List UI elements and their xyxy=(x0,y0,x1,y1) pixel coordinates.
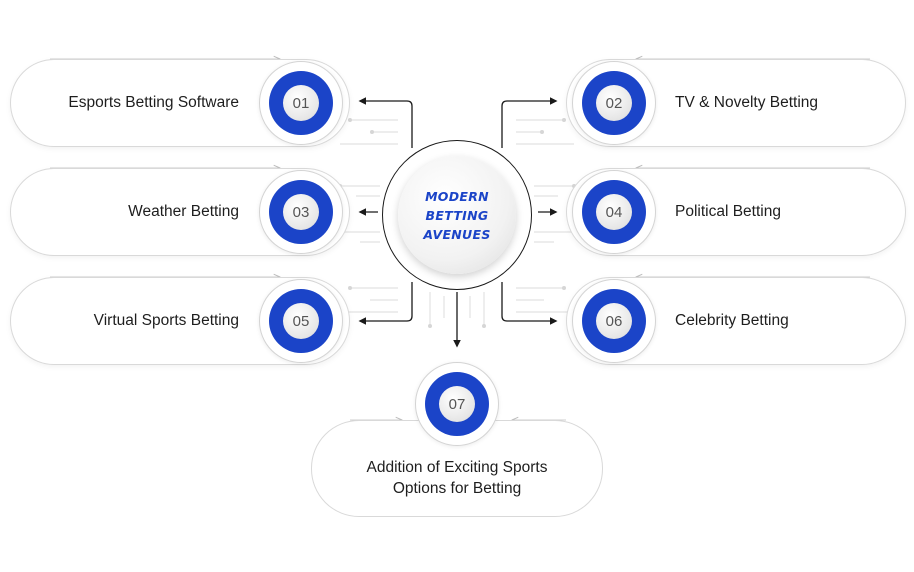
number-badge-01: 01 xyxy=(259,61,343,145)
connector-06 xyxy=(501,282,558,325)
number-badge-07: 07 xyxy=(415,362,499,446)
badge-number: 04 xyxy=(596,194,632,230)
number-badge-06: 06 xyxy=(572,279,656,363)
badge-ring: 02 xyxy=(582,71,646,135)
badge-ring: 06 xyxy=(582,289,646,353)
badge-ring: 05 xyxy=(269,289,333,353)
badge-number: 07 xyxy=(439,386,475,422)
badge-number: 01 xyxy=(283,85,319,121)
badge-ring: 03 xyxy=(269,180,333,244)
connector-02 xyxy=(501,97,558,148)
number-badge-03: 03 xyxy=(259,170,343,254)
item-label-01: Esports Betting Software xyxy=(68,94,239,111)
badge-number: 02 xyxy=(596,85,632,121)
item-label-04: Political Betting xyxy=(675,203,781,220)
badge-ring: 07 xyxy=(425,372,489,436)
center-hub-inner: MODERN BETTING AVENUES xyxy=(398,156,516,274)
connector-01 xyxy=(358,97,413,148)
badge-number: 05 xyxy=(283,303,319,339)
item-label-07: Addition of Exciting Sports Options for … xyxy=(366,458,548,497)
center-hub: MODERN BETTING AVENUES xyxy=(382,140,532,290)
center-title-line1: MODERN BETTING xyxy=(425,188,489,223)
badge-number: 03 xyxy=(283,194,319,230)
connector-05 xyxy=(358,282,413,325)
number-badge-02: 02 xyxy=(572,61,656,145)
center-title-line2: AVENUES xyxy=(423,226,491,242)
badge-ring: 01 xyxy=(269,71,333,135)
item-label-02: TV & Novelty Betting xyxy=(675,94,819,111)
number-badge-05: 05 xyxy=(259,279,343,363)
item-label-06: Celebrity Betting xyxy=(675,312,789,329)
center-title: MODERN BETTING AVENUES xyxy=(407,187,507,244)
badge-ring: 04 xyxy=(582,180,646,244)
number-badge-04: 04 xyxy=(572,170,656,254)
badge-number: 06 xyxy=(596,303,632,339)
item-label-05: Virtual Sports Betting xyxy=(93,312,239,329)
item-label-03: Weather Betting xyxy=(128,203,239,220)
